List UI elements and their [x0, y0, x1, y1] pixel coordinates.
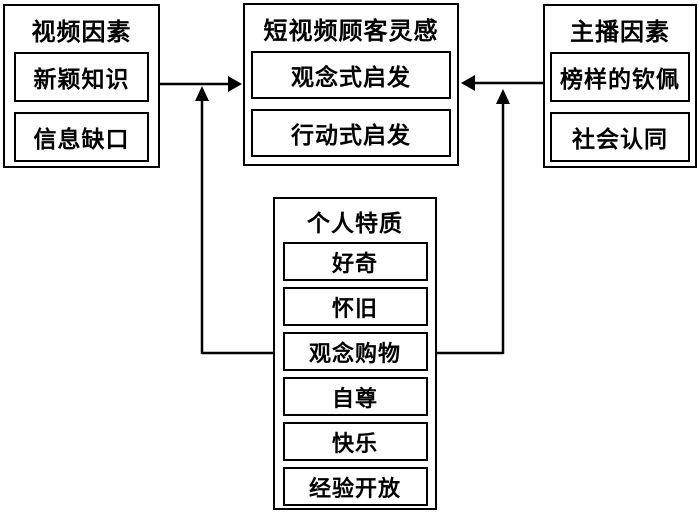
personal-traits-box: 个人特质 好奇 怀旧 观念购物 自尊 快乐 经验开放 [273, 197, 437, 510]
trait-item-idea-shopping: 观念购物 [282, 332, 428, 371]
streamer-factor-item-social-identity: 社会认同 [550, 112, 690, 162]
streamer-factors-title: 主播因素 [570, 18, 670, 46]
trait-item-pleasure: 快乐 [282, 422, 428, 461]
customer-inspiration-box: 短视频顾客灵感 观念式启发 行动式启发 [243, 3, 459, 166]
inspiration-item-idea-inspired: 观念式启发 [251, 51, 451, 99]
arrow-video-to-inspiration [160, 76, 242, 92]
trait-item-openness-to-experience: 经验开放 [282, 467, 428, 506]
arrow-streamer-to-inspiration [461, 75, 543, 91]
trait-item-nostalgia: 怀旧 [282, 287, 428, 326]
inspiration-item-action-inspired: 行动式启发 [251, 109, 451, 157]
trait-item-curiosity: 好奇 [282, 242, 428, 281]
streamer-factors-box: 主播因素 榜样的钦佩 社会认同 [543, 4, 697, 168]
video-factors-title: 视频因素 [31, 18, 132, 46]
video-factors-box: 视频因素 新颖知识 信息缺口 [3, 4, 160, 168]
video-factor-item-novel-knowledge: 新颖知识 [14, 52, 149, 102]
trait-item-self-esteem: 自尊 [282, 377, 428, 416]
video-factor-item-information-gap: 信息缺口 [14, 112, 149, 162]
personal-traits-title: 个人特质 [307, 209, 403, 236]
streamer-factor-item-role-model-admiration: 榜样的钦佩 [550, 52, 690, 102]
customer-inspiration-title: 短视频顾客灵感 [263, 17, 439, 45]
